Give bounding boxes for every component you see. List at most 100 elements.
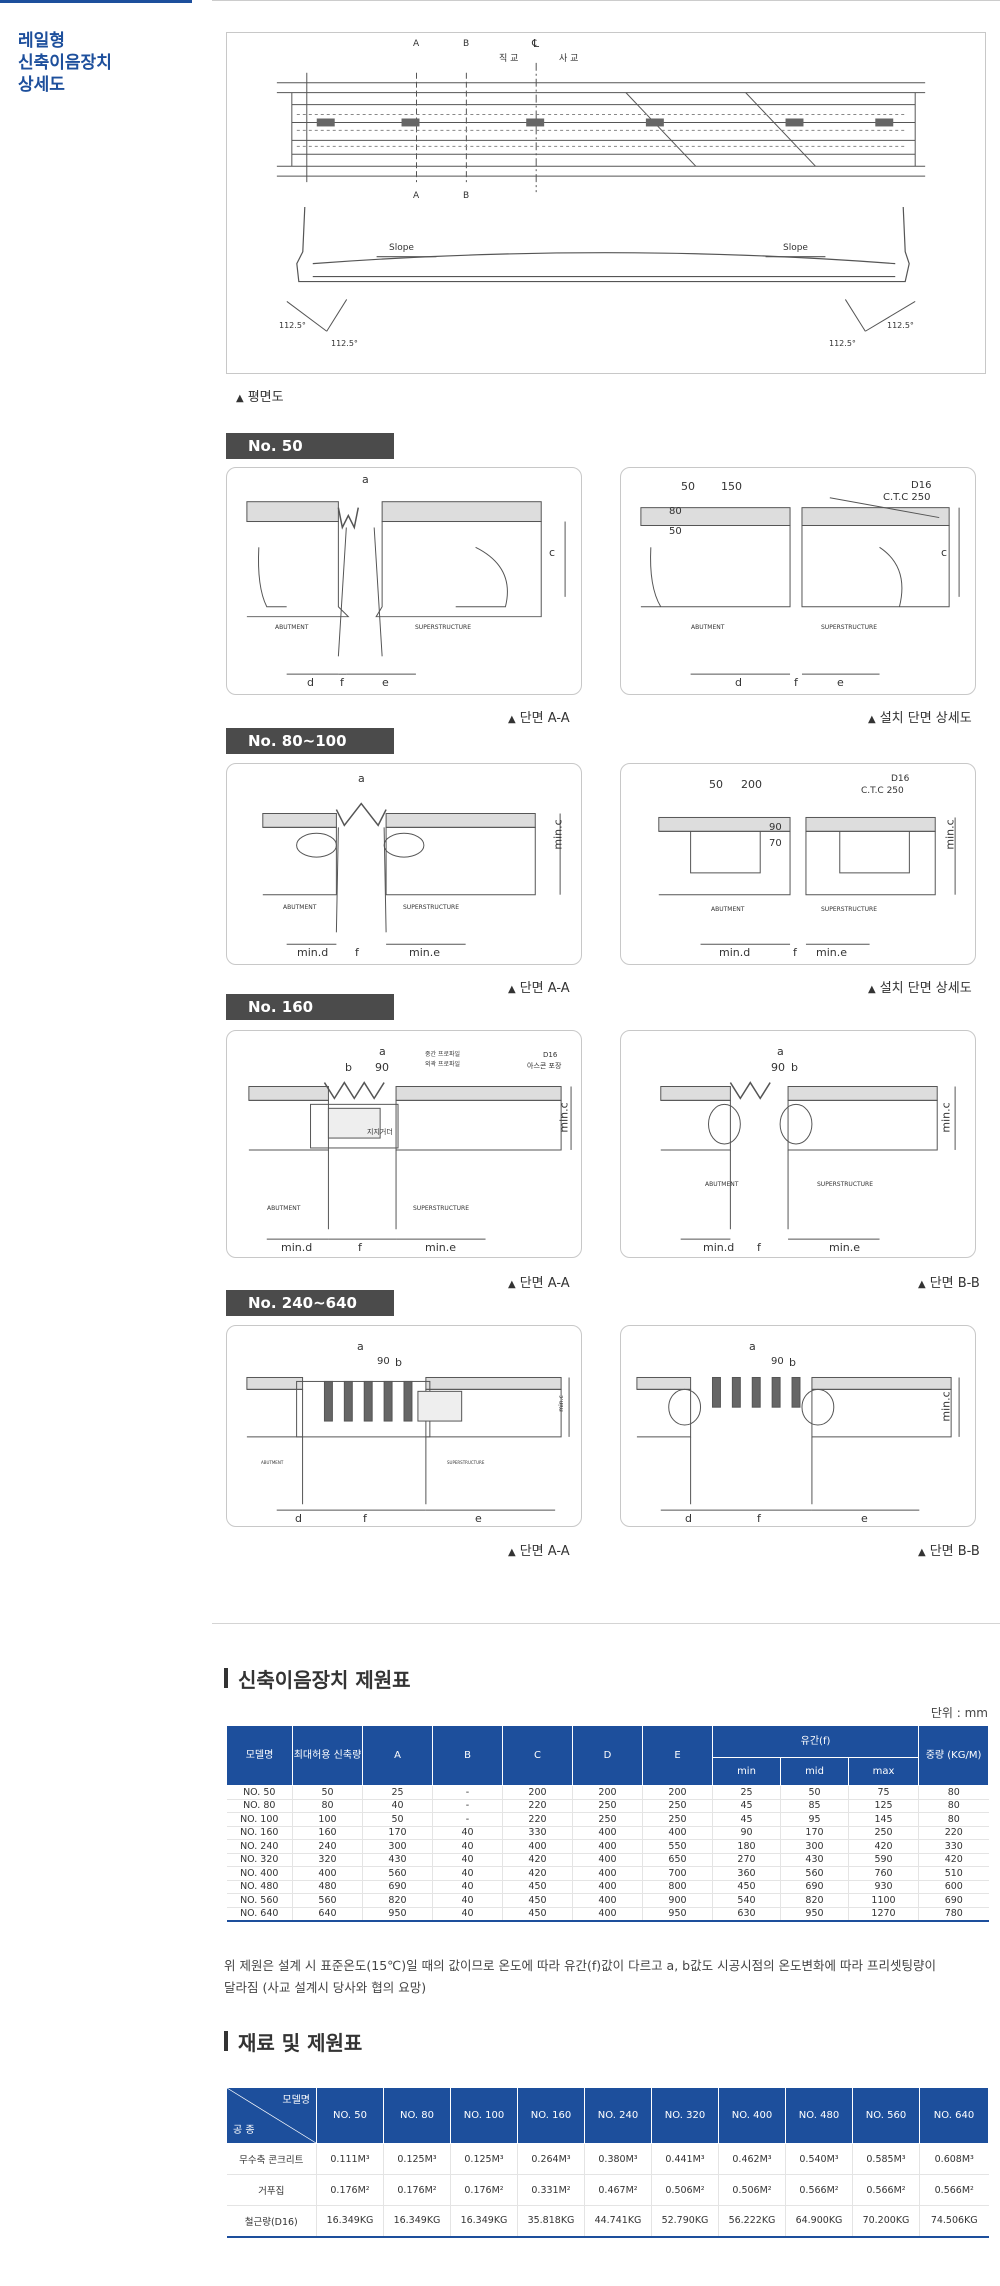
spec-value-cell: 950 bbox=[362, 1907, 433, 1922]
no240-right-c: min.c bbox=[939, 1391, 953, 1422]
no50-right-caption: ▲설치 단면 상세도 bbox=[868, 711, 972, 726]
no240-right-f: f bbox=[757, 1512, 761, 1525]
spec-value-cell: 560 bbox=[292, 1893, 363, 1908]
no80-left-c: min.c bbox=[551, 819, 565, 850]
model-tag-no80-100: No. 80~100 bbox=[226, 728, 394, 754]
spec-value-cell: 25 bbox=[712, 1785, 781, 1800]
material-row-label: 거푸집 bbox=[226, 2174, 317, 2206]
plan-caption-text: 평면도 bbox=[247, 390, 284, 405]
material-value-cell: 0.111M³ bbox=[316, 2143, 384, 2175]
material-value-cell: 0.176M² bbox=[383, 2174, 451, 2206]
no160-right-c: min.c bbox=[939, 1102, 953, 1133]
material-value-cell: 0.566M² bbox=[852, 2174, 920, 2206]
plan-label-slope-right: Slope bbox=[783, 243, 808, 253]
spec-value-cell: 630 bbox=[712, 1907, 781, 1922]
spec-header-b: B bbox=[432, 1725, 503, 1786]
sidebar-title: 레일형 신축이음장치 상세도 bbox=[18, 30, 112, 96]
no160-right-a: a bbox=[777, 1045, 784, 1058]
section-no240-right: a b 90 min.c d f e bbox=[620, 1325, 976, 1527]
spec-value-cell: 200 bbox=[572, 1785, 643, 1800]
spec-value-cell: 400 bbox=[572, 1880, 643, 1894]
spec-model-cell: NO. 560 bbox=[226, 1893, 293, 1908]
spec-value-cell: 40 bbox=[432, 1880, 503, 1894]
no50-right-c: c bbox=[941, 546, 948, 559]
spec-value-cell: 250 bbox=[642, 1812, 713, 1827]
sidebar-title-line2: 신축이음장치 bbox=[18, 53, 112, 73]
plan-label-skew-left: 직 교 bbox=[499, 54, 519, 64]
spec-value-cell: 170 bbox=[362, 1826, 433, 1840]
no80-right-dim3: 90 bbox=[769, 822, 782, 833]
section-divider bbox=[212, 1623, 1000, 1624]
no240-right-b: b bbox=[789, 1356, 796, 1369]
spec-value-cell: 80 bbox=[918, 1785, 989, 1800]
no80-left-e: min.e bbox=[409, 946, 441, 959]
no50-left-c: c bbox=[549, 546, 556, 559]
spec-value-cell: 80 bbox=[918, 1812, 989, 1827]
plan-label-cl: ℄ bbox=[532, 37, 540, 50]
spec-header-d: D bbox=[572, 1725, 643, 1786]
no240-right-caption: ▲단면 B-B bbox=[918, 1544, 980, 1559]
plan-caption: ▲평면도 bbox=[236, 386, 284, 405]
no80-right-dim1: 50 bbox=[709, 778, 723, 791]
section-no80-right: 50 200 90 70 D16 C.T.C 250 min.c ABUTMEN… bbox=[620, 763, 976, 965]
no240-left-super: SUPERSTRUCTURE bbox=[447, 1460, 485, 1465]
spec-value-cell: 430 bbox=[780, 1853, 849, 1867]
spec-model-cell: NO. 640 bbox=[226, 1907, 293, 1922]
material-value-cell: 0.462M³ bbox=[718, 2143, 786, 2175]
spec-model-cell: NO. 80 bbox=[226, 1799, 293, 1813]
top-rule bbox=[212, 0, 1000, 1]
no80-right-bar: D16 bbox=[891, 774, 910, 784]
spec-value-cell: 40 bbox=[432, 1866, 503, 1881]
no160-right-super: SUPERSTRUCTURE bbox=[817, 1181, 874, 1188]
spec-value-cell: 40 bbox=[362, 1799, 433, 1813]
spec-value-cell: 75 bbox=[847, 1785, 919, 1800]
spec-value-cell: 420 bbox=[502, 1853, 573, 1867]
spec-value-cell: 690 bbox=[918, 1893, 989, 1908]
section-no160-left: a b 90 중간 프로파일 외곽 프로파일 D16 아스콘 포장 지지거더 m… bbox=[226, 1030, 582, 1258]
spec-value-cell: 760 bbox=[847, 1866, 919, 1881]
spec-value-cell: 300 bbox=[780, 1839, 849, 1854]
model-tag-no50: No. 50 bbox=[226, 433, 394, 459]
spec-value-cell: 180 bbox=[712, 1839, 781, 1854]
spec-header-min: min bbox=[712, 1757, 781, 1786]
plan-drawing: A B ℄ 직 교 사 교 A B Slope Slope 112.5° 112… bbox=[226, 32, 986, 374]
material-corner-top: 모델명 bbox=[282, 2095, 310, 2106]
material-value-cell: 56.222KG bbox=[718, 2205, 786, 2238]
spec-table-title: 신축이음장치 제원표 bbox=[224, 1664, 411, 1693]
no240-right-d: d bbox=[685, 1512, 692, 1525]
no240-left-e: e bbox=[475, 1512, 482, 1525]
plan-label-b: B bbox=[463, 39, 470, 49]
plan-label-a: A bbox=[413, 39, 420, 49]
spec-value-cell: 200 bbox=[502, 1785, 573, 1800]
no160-left-center: 지지거더 bbox=[367, 1128, 393, 1136]
spec-value-cell: 480 bbox=[292, 1880, 363, 1894]
spec-value-cell: 270 bbox=[712, 1853, 781, 1867]
no160-left-d: min.d bbox=[281, 1241, 313, 1254]
spec-value-cell: 450 bbox=[712, 1880, 781, 1894]
spec-header-a: A bbox=[362, 1725, 433, 1786]
material-value-cell: 0.506M² bbox=[651, 2174, 719, 2206]
material-value-cell: 0.264M³ bbox=[517, 2143, 585, 2175]
spec-header-c: C bbox=[502, 1725, 573, 1786]
spec-table-unit: 단위 : mm bbox=[930, 1706, 988, 1720]
spec-value-cell: 780 bbox=[918, 1907, 989, 1922]
spec-header-model: 모델명 bbox=[226, 1725, 293, 1786]
plan-label-angle4: 112.5° bbox=[887, 321, 914, 330]
spec-header-max: max bbox=[847, 1757, 920, 1786]
material-value-cell: 0.125M³ bbox=[383, 2143, 451, 2175]
spec-header-movement: 최대허용 신축량 bbox=[292, 1725, 363, 1786]
spec-value-cell: - bbox=[432, 1812, 503, 1827]
spec-value-cell: 400 bbox=[502, 1839, 573, 1854]
spec-value-cell: 40 bbox=[432, 1826, 503, 1840]
spec-value-cell: 40 bbox=[432, 1893, 503, 1908]
spec-value-cell: 420 bbox=[847, 1839, 919, 1854]
material-value-cell: 74.506KG bbox=[919, 2205, 989, 2238]
spec-model-cell: NO. 240 bbox=[226, 1839, 293, 1854]
spec-model-cell: NO. 100 bbox=[226, 1812, 293, 1827]
material-model-header: NO. 100 bbox=[450, 2087, 518, 2144]
spec-value-cell: 930 bbox=[847, 1880, 919, 1894]
material-model-header: NO. 640 bbox=[919, 2087, 989, 2144]
